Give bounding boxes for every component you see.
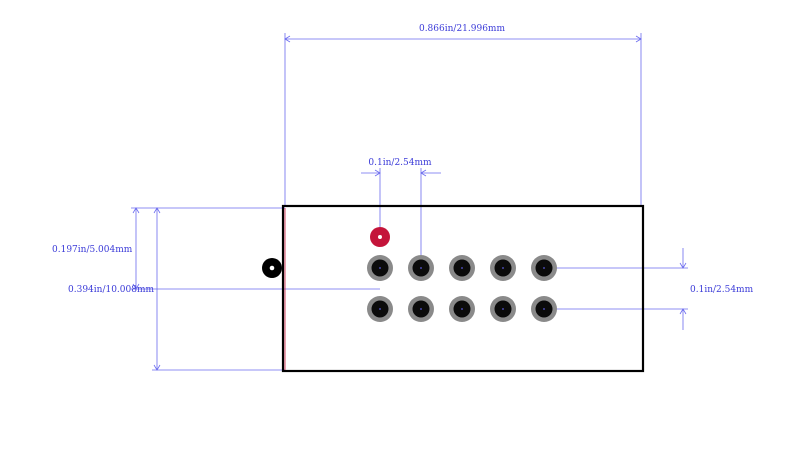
row-spacing-dimension: 0.197in/5.004mm	[52, 207, 380, 290]
row-spacing-label: 0.197in/5.004mm	[52, 245, 133, 255]
pitch-horizontal-label: 0.1in/2.54mm	[368, 158, 432, 168]
pitch-vertical-dimension: 0.1in/2.54mm	[545, 248, 754, 330]
pad	[408, 255, 434, 281]
component-outline	[281, 204, 645, 373]
pad	[367, 255, 393, 281]
overall-height-label: 0.394in/10.008mm	[68, 285, 154, 295]
pad	[449, 296, 475, 322]
orientation-marker	[262, 258, 282, 278]
pad	[490, 255, 516, 281]
pitch-horizontal-dimension: 0.1in/2.54mm	[361, 158, 441, 268]
pitch-vertical-label: 0.1in/2.54mm	[690, 285, 754, 295]
overall-height-dimension: 0.394in/10.008mm	[68, 207, 285, 371]
pad	[531, 255, 557, 281]
pad	[367, 296, 393, 322]
pin-1-pad	[370, 227, 390, 247]
pad	[408, 296, 434, 322]
pad	[531, 296, 557, 322]
overall-width-dimension: 0.866in/21.996mm	[284, 24, 642, 205]
pad	[449, 255, 475, 281]
pad	[490, 296, 516, 322]
pad-grid	[367, 255, 557, 322]
overall-width-label: 0.866in/21.996mm	[419, 24, 505, 34]
